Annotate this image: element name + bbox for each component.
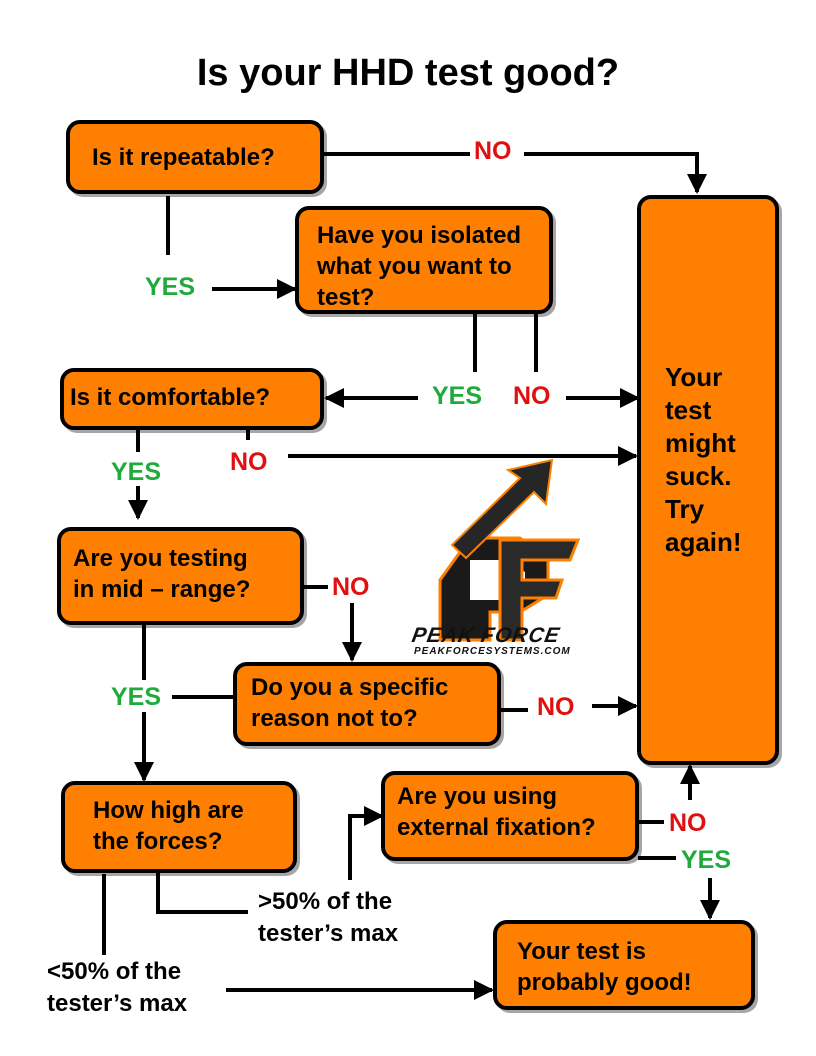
page-title: Is your HHD test good? — [196, 52, 620, 94]
over50-label: >50% of the tester’s max — [258, 888, 399, 947]
midrange-box: Are you testing in mid – range? — [57, 527, 304, 625]
logo-name: PEAK FORCE — [410, 624, 562, 647]
fixation-no-label: NO — [669, 809, 707, 837]
fixation-yes-label: YES — [681, 846, 732, 874]
comfortable-yes-label: YES — [111, 458, 162, 486]
good-box: Your test is probably good! — [493, 920, 755, 1010]
suck-box: Your test might suck. Try again! — [637, 195, 779, 765]
comfortable-no-label: NO — [230, 448, 268, 476]
isolated-box: Have you isolated what you want to test? — [295, 206, 553, 314]
isolated-yes-label: YES — [432, 382, 483, 410]
specific-reason-box: Do you a specific reason not to? — [233, 662, 501, 746]
isolated-no-label: NO — [513, 382, 551, 410]
specific-no-label: NO — [537, 693, 575, 721]
connector-over50-arrow — [348, 806, 384, 880]
repeatable-yes-label: YES — [145, 273, 196, 301]
repeatable-box: Is it repeatable? — [66, 120, 324, 194]
midrange-yes-label: YES — [111, 683, 162, 711]
logo-url: PEAKFORCESYSTEMS.COM — [414, 646, 571, 657]
connector-over50-line — [156, 872, 248, 914]
comfortable-box: Is it comfortable? — [60, 368, 324, 430]
forces-box: How high are the forces? — [61, 781, 297, 873]
peak-force-logo-icon — [438, 458, 581, 642]
fixation-box: Are you using external fixation? — [381, 771, 639, 861]
midrange-no-label: NO — [332, 573, 370, 601]
connector-repeatable-no-arrow — [524, 152, 707, 194]
under50-label: <50% of the tester’s max — [47, 958, 188, 1017]
repeatable-no-label: NO — [474, 137, 512, 165]
